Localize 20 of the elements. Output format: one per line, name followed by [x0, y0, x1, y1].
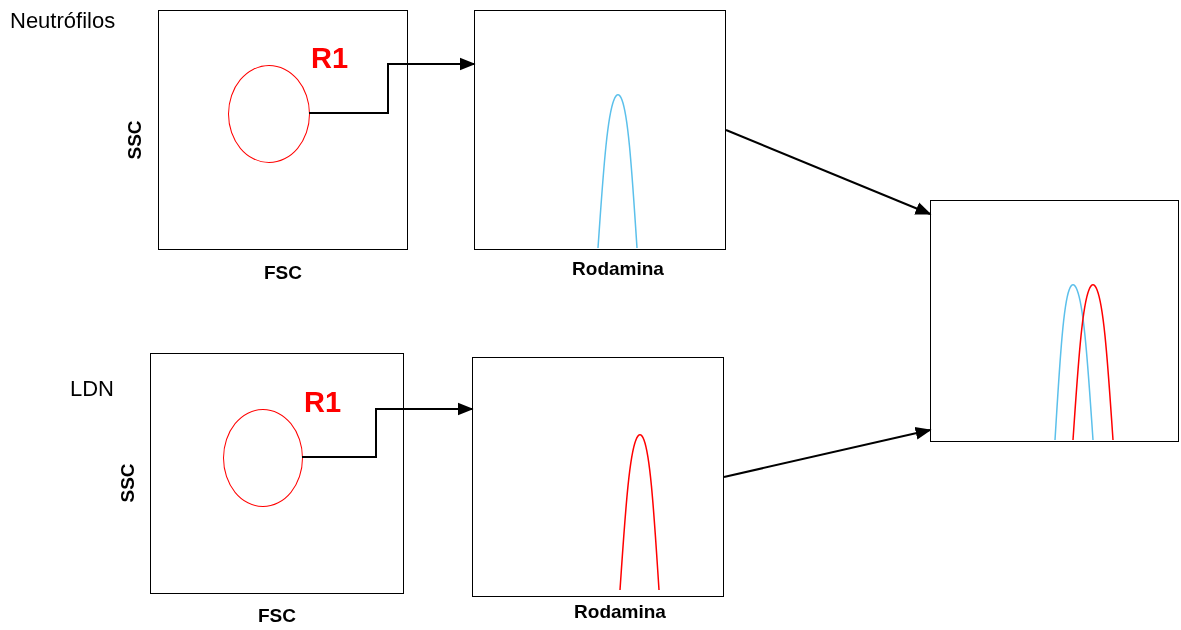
axis-label: SSC	[124, 120, 146, 160]
group-label: LDN	[70, 376, 114, 402]
arrow	[308, 57, 476, 114]
arrow	[725, 129, 932, 215]
axis-label: Rodamina	[574, 601, 666, 623]
axis-label: SSC	[117, 463, 139, 503]
axis-label: FSC	[264, 262, 302, 284]
axis-label: Rodamina	[572, 258, 664, 280]
plot-frame	[150, 353, 404, 594]
gate-label: R1	[304, 386, 342, 419]
gate-circle	[223, 409, 303, 507]
arrow	[301, 402, 474, 458]
plot-frame	[158, 10, 408, 250]
arrow	[723, 426, 932, 478]
group-label: Neutrófilos	[10, 8, 116, 34]
plot-frame	[474, 10, 726, 250]
plot-frame	[930, 200, 1179, 442]
axis-label: FSC	[258, 605, 296, 627]
gate-label: R1	[311, 42, 349, 75]
plot-frame	[472, 357, 724, 597]
